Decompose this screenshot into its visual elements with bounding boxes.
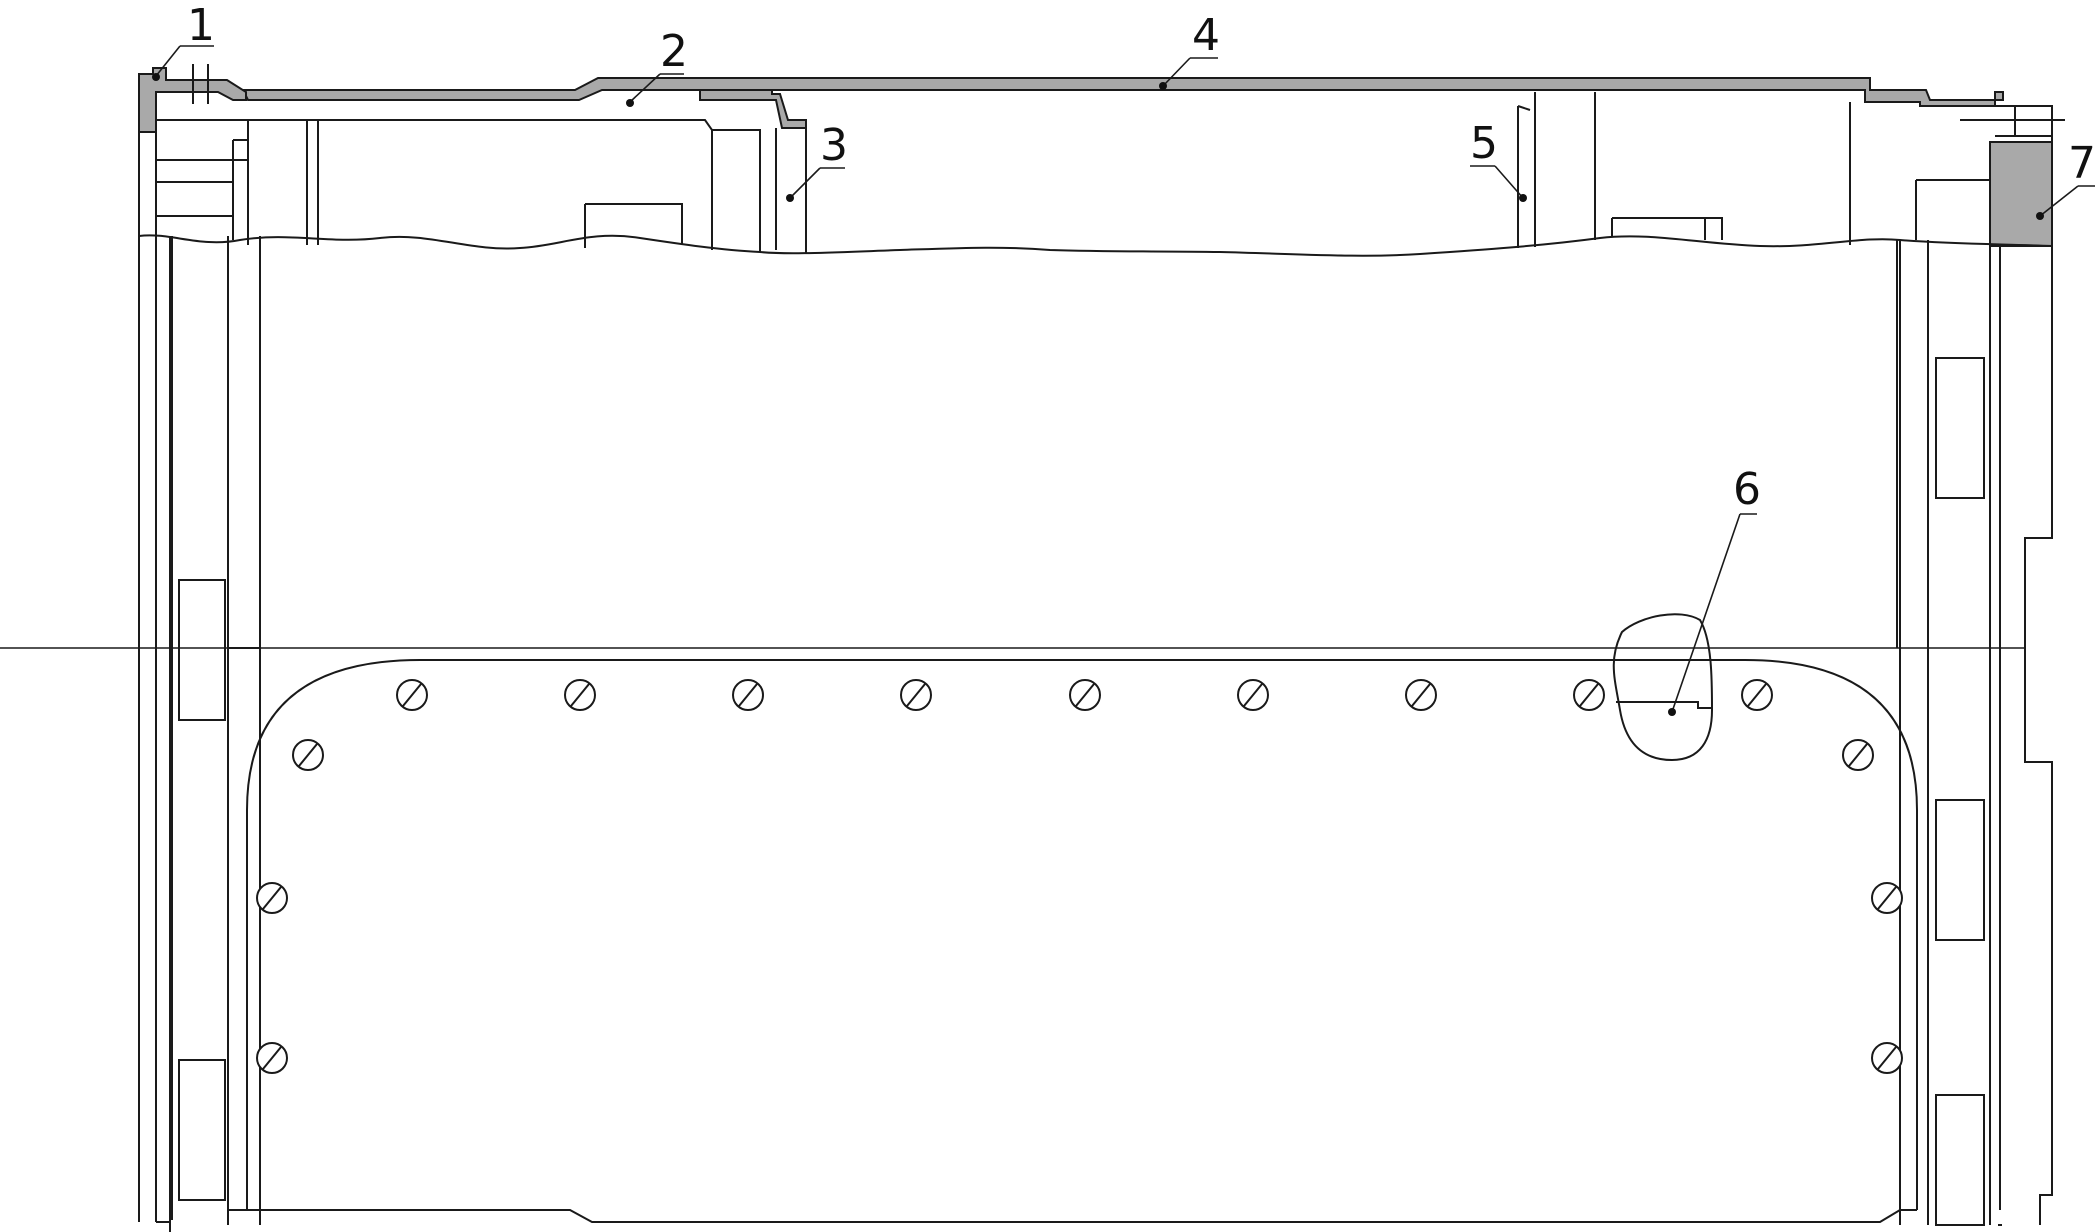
leader-2 bbox=[629, 73, 661, 103]
upper-internals bbox=[248, 92, 1723, 254]
leader-dot-2 bbox=[626, 99, 634, 107]
left-frame bbox=[138, 132, 173, 1232]
screw-icon bbox=[1573, 679, 1605, 711]
leader-dot-1 bbox=[152, 73, 160, 81]
left-stud bbox=[182, 64, 222, 104]
callout-6: 6 bbox=[1733, 464, 1761, 515]
screw-icon bbox=[900, 679, 932, 711]
screw-icon bbox=[1871, 882, 1903, 914]
screw-icon bbox=[564, 679, 596, 711]
screw-icon bbox=[1069, 679, 1101, 711]
left-slot-upper bbox=[178, 579, 226, 721]
callout-3: 3 bbox=[820, 120, 848, 171]
callout-1: 1 bbox=[187, 0, 215, 51]
screw-icon bbox=[732, 679, 764, 711]
callout-7: 7 bbox=[2068, 138, 2095, 189]
right-slot-1 bbox=[1935, 357, 1985, 499]
left-frame-inner bbox=[156, 119, 261, 1225]
leader-dot-5 bbox=[1519, 194, 1527, 202]
leader-5 bbox=[1494, 165, 1524, 199]
left-slot-lower bbox=[178, 1059, 226, 1201]
leader-dot-6 bbox=[1668, 708, 1676, 716]
leader-lines bbox=[155, 45, 2095, 713]
right-block-section bbox=[1989, 141, 2053, 247]
cover-section bbox=[241, 77, 2004, 107]
screw-icon bbox=[256, 882, 288, 914]
leader-dot-7 bbox=[2036, 212, 2044, 220]
screw-icon bbox=[1871, 1042, 1903, 1074]
callout-5: 5 bbox=[1470, 118, 1498, 169]
leader-dot-4 bbox=[1159, 82, 1167, 90]
break-line bbox=[138, 234, 2053, 257]
hatch-bottom-edge bbox=[228, 1209, 1917, 1223]
right-slot-2 bbox=[1935, 799, 1985, 941]
leader-dot-3 bbox=[786, 194, 794, 202]
screw-icon bbox=[256, 1042, 288, 1074]
right-slot-3 bbox=[1935, 1094, 1985, 1226]
callout-2: 2 bbox=[660, 26, 688, 77]
leader-7 bbox=[2039, 185, 2079, 217]
hatch-outline bbox=[246, 659, 1918, 1210]
inner-wall-left bbox=[228, 240, 261, 649]
screw-icon bbox=[1741, 679, 1773, 711]
left-corner-section bbox=[138, 67, 247, 133]
cutaway-inner bbox=[1616, 701, 1712, 709]
screw-icon bbox=[1405, 679, 1437, 711]
leader-4 bbox=[1162, 57, 1191, 87]
right-frame-top bbox=[1849, 102, 2065, 245]
screw-icon bbox=[1237, 679, 1269, 711]
screw-group bbox=[256, 679, 1903, 1074]
inner-rail-section bbox=[699, 89, 807, 129]
screw-icon bbox=[1842, 739, 1874, 771]
callout-4: 4 bbox=[1192, 10, 1220, 61]
screw-icon bbox=[292, 739, 324, 771]
leader-6 bbox=[1671, 513, 1741, 713]
screw-icon bbox=[396, 679, 428, 711]
leader-1 bbox=[155, 45, 181, 77]
leader-3 bbox=[789, 167, 821, 199]
